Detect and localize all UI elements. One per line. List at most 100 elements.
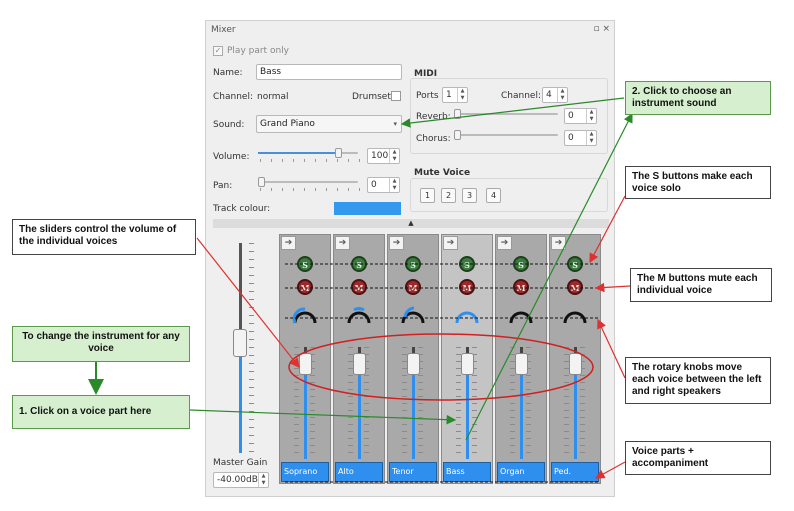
arrow-right-icon[interactable]: ➔ [497, 236, 512, 250]
pan-knob-icon[interactable] [560, 303, 590, 329]
pan-slider[interactable] [258, 177, 358, 187]
master-gain-handle[interactable] [233, 329, 247, 357]
chevron-down-icon: ▾ [393, 120, 397, 128]
bass-to-sound-arrow [465, 112, 633, 441]
spin-arrows-icon[interactable]: ▲▼ [586, 131, 596, 145]
play-part-only-checkbox[interactable]: ✓ [213, 46, 223, 56]
name-field[interactable]: Bass [256, 64, 402, 80]
strip-bass[interactable]: ➔ S M Bass [441, 234, 493, 484]
name-label: Name: [213, 68, 243, 78]
mute-voice-group [410, 178, 608, 212]
mute-voice-1-button[interactable]: 1 [420, 188, 435, 203]
callout-s-buttons: The S buttons make each voice solo [625, 166, 771, 199]
volume-handle[interactable] [407, 353, 420, 375]
volume-handle[interactable] [515, 353, 528, 375]
mute-button[interactable]: M [351, 279, 367, 295]
chorus-slider[interactable] [454, 130, 558, 140]
strip-soprano[interactable]: ➔ S M Soprano [279, 234, 331, 484]
master-gain-label: Master Gain [213, 458, 268, 468]
track-colour-swatch[interactable] [334, 202, 401, 215]
callout-click-voice: 1. Click on a voice part here [12, 395, 190, 429]
m-buttons-arrow [594, 282, 631, 293]
channel-value: normal [257, 92, 289, 102]
mute-voice-title: Mute Voice [414, 168, 471, 178]
volume-ticks [418, 347, 423, 459]
pan-knob-icon[interactable] [506, 303, 536, 329]
volume-handle[interactable] [461, 353, 474, 375]
master-gain-spinbox[interactable]: -40.00dB ▲▼ [213, 472, 269, 488]
callout-rotary: The rotary knobs move each voice between… [625, 357, 771, 404]
midi-channel-spinbox[interactable]: 4 ▲▼ [542, 87, 568, 103]
voice-parts-arrow [594, 461, 626, 479]
spin-arrows-icon[interactable]: ▲▼ [389, 178, 399, 192]
mute-voice-2-button[interactable]: 2 [441, 188, 456, 203]
chorus-spinbox[interactable]: 0 ▲▼ [564, 130, 597, 146]
voice-name[interactable]: Alto [335, 462, 383, 482]
drumset-checkbox[interactable] [391, 91, 401, 101]
click-voice-arrow [189, 409, 457, 425]
pan-spinbox[interactable]: 0 ▲▼ [367, 177, 400, 193]
mute-voice-3-button[interactable]: 3 [462, 188, 477, 203]
strip-ped[interactable]: ➔ S M Ped. [549, 234, 601, 484]
rotary-arrow [597, 318, 626, 379]
chorus-slider-handle[interactable] [454, 130, 461, 140]
reverb-slider[interactable] [454, 109, 558, 119]
ports-spinbox[interactable]: 1 ▲▼ [442, 87, 468, 103]
sliders-highlight-ellipse [288, 333, 594, 401]
pan-value: 0 [371, 180, 377, 190]
pan-knob-icon[interactable] [398, 303, 428, 329]
pan-slider-handle[interactable] [258, 177, 265, 187]
strip-tenor[interactable]: ➔ S M Tenor [387, 234, 439, 484]
reverb-slider-handle[interactable] [454, 109, 461, 119]
pan-knob-icon[interactable] [290, 303, 320, 329]
drumset-label: Drumset [352, 92, 391, 102]
window-title: Mixer [211, 25, 236, 35]
reverb-label: Reverb: [416, 112, 451, 122]
pan-knob-icon[interactable] [344, 303, 374, 329]
choose-sound-arrow [400, 97, 625, 128]
mute-button[interactable]: M [297, 279, 313, 295]
sound-label: Sound: [213, 120, 245, 130]
volume-slider[interactable] [258, 148, 358, 158]
arrow-right-icon[interactable]: ➔ [389, 236, 404, 250]
chorus-label: Chorus: [416, 134, 451, 144]
callout-choose-sound: 2. Click to choose an instrument sound [625, 81, 771, 115]
arrow-right-icon[interactable]: ➔ [335, 236, 350, 250]
voice-name[interactable]: Bass [443, 462, 491, 482]
play-part-only-label: Play part only [227, 46, 289, 56]
ports-value: 1 [446, 90, 452, 100]
volume-spinbox[interactable]: 100 ▲▼ [367, 148, 400, 164]
volume-handle[interactable] [353, 353, 366, 375]
volume-ticks [260, 159, 360, 162]
volume-handle[interactable] [569, 353, 582, 375]
midi-group [410, 78, 608, 154]
window-controls[interactable]: ▫ × [593, 24, 610, 34]
master-gain-ticks [249, 243, 254, 453]
mute-button[interactable]: M [567, 279, 583, 295]
strip-alto[interactable]: ➔ S M Alto [333, 234, 385, 484]
sound-dropdown[interactable]: Grand Piano ▾ [256, 115, 402, 133]
ports-label: Ports [416, 91, 439, 101]
volume-slider-handle[interactable] [335, 148, 342, 158]
track-colour-label: Track colour: [213, 204, 271, 214]
arrow-right-icon[interactable]: ➔ [443, 236, 458, 250]
callout-voice-parts: Voice parts + accompaniment [625, 441, 771, 475]
volume-ticks [402, 347, 407, 459]
mute-voice-4-button[interactable]: 4 [486, 188, 501, 203]
spin-arrows-icon[interactable]: ▲▼ [258, 473, 268, 487]
pan-ticks [260, 188, 360, 191]
arrow-right-icon[interactable]: ➔ [281, 236, 296, 250]
volume-ticks [580, 347, 585, 459]
spin-arrows-icon[interactable]: ▲▼ [557, 88, 567, 102]
spin-arrows-icon[interactable]: ▲▼ [457, 88, 467, 102]
reverb-spinbox[interactable]: 0 ▲▼ [564, 108, 597, 124]
volume-ticks [310, 347, 315, 459]
reverb-value: 0 [568, 111, 574, 121]
volume-ticks [472, 347, 477, 459]
arrow-right-icon[interactable]: ➔ [551, 236, 566, 250]
pan-knob-icon[interactable] [452, 303, 482, 329]
collapse-details-bar[interactable]: ▲ [213, 219, 609, 228]
spin-arrows-icon[interactable]: ▲▼ [389, 149, 399, 163]
spin-arrows-icon[interactable]: ▲▼ [586, 109, 596, 123]
volume-ticks [348, 347, 353, 459]
